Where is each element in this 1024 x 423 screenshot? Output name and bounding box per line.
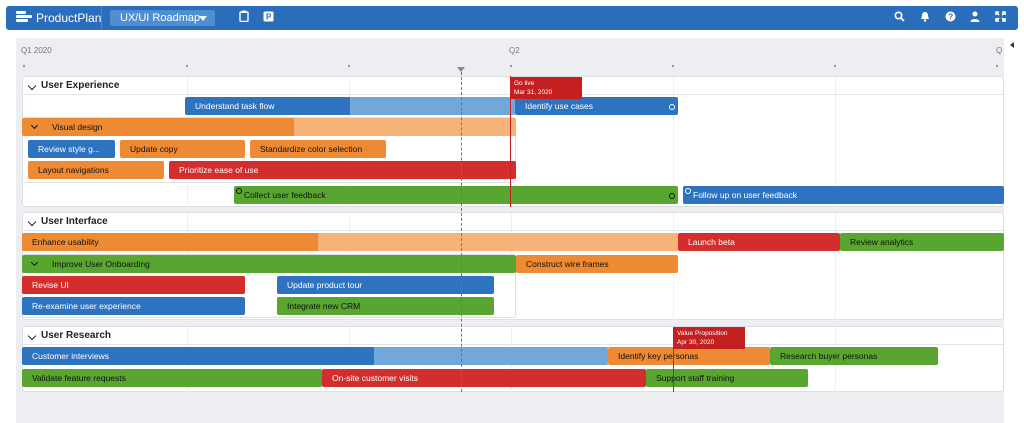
lane-title: User Experience	[41, 80, 120, 91]
quarter-label: Q1 2020	[21, 46, 52, 55]
dependency-link-icon	[669, 193, 675, 199]
bar-construct-wire-frames[interactable]: Construct wire frames	[516, 255, 678, 273]
lane-header[interactable]: User Research	[23, 327, 1003, 345]
dependency-link-icon	[669, 104, 675, 110]
bar-launch-beta[interactable]: Launch beta	[678, 233, 840, 251]
lane-title: User Interface	[41, 216, 108, 227]
bar-revise-ui[interactable]: Revise UI	[22, 276, 245, 294]
milestone-name: Go live	[514, 80, 535, 87]
bar-review-style-guide[interactable]: Review style g...	[28, 140, 115, 158]
chevron-down-icon	[30, 121, 39, 130]
search-icon[interactable]	[891, 10, 907, 26]
bar-identify-key-personas[interactable]: Identify key personas	[608, 347, 770, 365]
productplan-logo-icon[interactable]	[16, 10, 32, 24]
lane-title: User Research	[41, 330, 112, 341]
bar-visual-design[interactable]: Visual design	[22, 118, 516, 136]
bar-update-product-tour[interactable]: Update product tour	[277, 276, 494, 294]
quarter-label: Q2	[509, 46, 520, 55]
bar-prioritize-ease-of-use[interactable]: Prioritize ease of use	[169, 161, 516, 179]
timeline-header: Q1 2020 Q2 Q	[16, 38, 1004, 72]
timeline-tick	[672, 65, 674, 67]
expand-icon[interactable]	[992, 10, 1008, 26]
bar-standardize-color-selection[interactable]: Standardize color selection	[250, 140, 386, 158]
milestone-value-proposition[interactable]: Value Proposition Apr 30, 2020	[673, 327, 745, 349]
bar-support-staff-training[interactable]: Support staff training	[646, 369, 808, 387]
chevron-down-icon	[30, 258, 39, 267]
presentation-icon[interactable]: P	[260, 10, 276, 26]
roadmap-selector[interactable]: UX/UI Roadmap	[110, 10, 215, 26]
dependency-link-icon	[236, 188, 242, 194]
bar-on-site-customer-visits[interactable]: On-site customer visits	[322, 369, 646, 387]
bar-customer-interviews[interactable]: Customer interviews	[22, 347, 608, 365]
bar-integrate-new-crm[interactable]: Integrate new CRM	[277, 297, 494, 315]
timeline-tick	[186, 65, 188, 67]
bar-review-analytics[interactable]: Review analytics	[840, 233, 1004, 251]
clipboard-icon[interactable]	[236, 10, 252, 26]
divider	[101, 6, 102, 30]
panel-toggle-icon[interactable]	[1010, 42, 1014, 48]
milestone-date: Mar 31, 2020	[514, 89, 553, 96]
bell-icon[interactable]	[917, 10, 933, 26]
chevron-down-icon[interactable]	[27, 331, 37, 341]
lane-header[interactable]: User Interface	[23, 213, 1003, 231]
timeline-tick	[23, 65, 25, 67]
timeline-tick	[834, 65, 836, 67]
bar-re-examine-user-experience[interactable]: Re-examine user experience	[22, 297, 245, 315]
timeline-tick	[996, 65, 998, 67]
bar-update-copy[interactable]: Update copy	[120, 140, 245, 158]
chevron-down-icon[interactable]	[27, 81, 37, 91]
bar-identify-use-cases[interactable]: Identify use cases	[515, 97, 678, 115]
bar-research-buyer-personas[interactable]: Research buyer personas	[770, 347, 938, 365]
today-marker-icon	[457, 67, 465, 72]
svg-text:P: P	[266, 13, 272, 22]
timeline-tick	[510, 65, 512, 67]
bar-validate-feature-requests[interactable]: Validate feature requests	[22, 369, 322, 387]
bar-layout-navigations[interactable]: Layout navigations	[28, 161, 164, 179]
quarter-label: Q	[996, 46, 1003, 55]
milestone-go-live[interactable]: Go live Mar 31, 2020	[510, 77, 582, 99]
dependency-link-icon	[685, 188, 691, 194]
milestone-line	[673, 327, 674, 392]
bar-improve-user-onboarding[interactable]: Improve User Onboarding	[22, 255, 516, 273]
user-icon[interactable]	[967, 10, 983, 26]
timeline-tick	[348, 65, 350, 67]
caret-down-icon	[199, 16, 207, 21]
bar-follow-up-on-user-feedback[interactable]: Follow up on user feedback	[683, 186, 1004, 204]
milestone-name: Value Proposition	[677, 330, 728, 337]
help-icon[interactable]: ?	[942, 10, 958, 26]
svg-text:?: ?	[948, 13, 953, 22]
chevron-down-icon[interactable]	[27, 217, 37, 227]
milestone-date: Apr 30, 2020	[677, 339, 715, 346]
milestone-line	[510, 76, 511, 207]
roadmap-name: UX/UI Roadmap	[120, 12, 201, 24]
brand-name[interactable]: ProductPlan	[36, 11, 102, 25]
bar-understand-task-flow[interactable]: Understand task flow	[185, 97, 515, 115]
top-bar: ProductPlan UX/UI Roadmap P ?	[6, 6, 1018, 30]
today-line	[461, 72, 462, 392]
bar-collect-user-feedback[interactable]: Collect user feedback	[234, 186, 678, 204]
bar-enhance-usability[interactable]: Enhance usability	[22, 233, 678, 251]
